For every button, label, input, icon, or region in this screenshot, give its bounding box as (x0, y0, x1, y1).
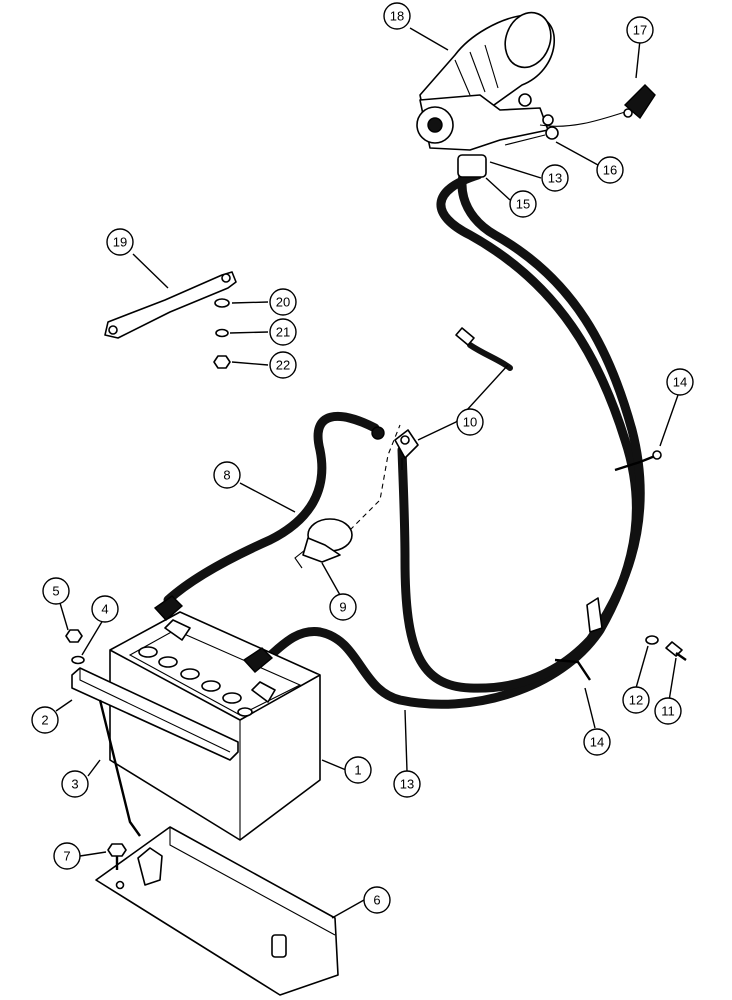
svg-text:6: 6 (373, 893, 380, 908)
nut-5 (65, 629, 83, 643)
bolt-16 (504, 126, 559, 146)
cable-end-17 (539, 84, 656, 127)
bolt-11 (665, 641, 687, 661)
svg-text:19: 19 (113, 235, 127, 250)
svg-text:17: 17 (633, 23, 647, 38)
svg-text:11: 11 (661, 704, 675, 719)
svg-text:9: 9 (339, 600, 346, 615)
cable-10 (467, 342, 513, 371)
svg-text:20: 20 (276, 295, 290, 310)
callout-1: 1 (344, 756, 372, 784)
hold-down-bar-2 (71, 667, 239, 761)
svg-text:3: 3 (71, 777, 78, 792)
callout-7: 7 (53, 842, 81, 870)
cable-10-terminals (394, 327, 475, 470)
bolt-7 (107, 843, 127, 870)
hold-down-rod-3 (98, 699, 141, 837)
callout-15: 15 (509, 190, 537, 218)
callout-21: 21 (269, 318, 297, 346)
lock-washer-20 (214, 298, 230, 308)
svg-text:18: 18 (390, 9, 404, 24)
callout-20: 20 (269, 288, 297, 316)
svg-text:1: 1 (354, 763, 361, 778)
callout-16: 16 (596, 156, 624, 184)
svg-text:22: 22 (276, 358, 290, 373)
svg-text:8: 8 (223, 468, 230, 483)
ground-strap-19 (104, 271, 237, 339)
nut-22 (213, 355, 231, 369)
battery-tray-6 (95, 826, 339, 996)
callout-19: 19 (106, 228, 134, 256)
cables (163, 155, 645, 709)
cable-starter-parallel (397, 155, 645, 693)
callout-13-bottom: 13 (393, 770, 421, 798)
cable-clamp-14-lower (554, 597, 603, 681)
svg-text:2: 2 (41, 713, 48, 728)
svg-text:21: 21 (276, 325, 290, 340)
callout-4: 4 (91, 595, 119, 623)
callout-13-top: 13 (541, 164, 569, 192)
callouts: 18 17 16 13 15 19 20 21 22 14 10 8 9 5 4… (31, 2, 694, 914)
callout-10: 10 (456, 408, 484, 436)
svg-text:4: 4 (101, 602, 108, 617)
svg-text:13: 13 (400, 777, 414, 792)
cable-8 (163, 412, 380, 605)
callout-22: 22 (269, 351, 297, 379)
callout-11: 11 (654, 697, 682, 725)
svg-text:5: 5 (52, 584, 59, 599)
svg-text:14: 14 (590, 735, 604, 750)
callout-9: 9 (329, 593, 357, 621)
disconnect-switch-9 (294, 424, 401, 569)
callout-2: 2 (31, 706, 59, 734)
clip-15 (457, 154, 487, 178)
callout-3: 3 (61, 770, 89, 798)
svg-text:7: 7 (63, 849, 70, 864)
cable-clamp-14-upper (614, 450, 662, 472)
washer-12 (645, 635, 659, 645)
callout-14-top: 14 (666, 368, 694, 396)
callout-18: 18 (383, 2, 411, 30)
callout-8: 8 (213, 461, 241, 489)
callout-6: 6 (363, 886, 391, 914)
washer-21 (215, 328, 229, 338)
callout-14-bottom: 14 (583, 728, 611, 756)
svg-text:13: 13 (548, 171, 562, 186)
starter-motor (416, 11, 555, 151)
callout-5: 5 (42, 577, 70, 605)
svg-text:15: 15 (516, 197, 530, 212)
leader-lines (55, 27, 679, 919)
svg-text:14: 14 (673, 375, 687, 390)
svg-text:10: 10 (463, 415, 477, 430)
svg-text:16: 16 (603, 163, 617, 178)
callout-12: 12 (622, 686, 650, 714)
washer-4 (71, 655, 85, 665)
svg-text:12: 12 (629, 693, 643, 708)
callout-17: 17 (626, 16, 654, 44)
battery-1 (109, 595, 321, 841)
